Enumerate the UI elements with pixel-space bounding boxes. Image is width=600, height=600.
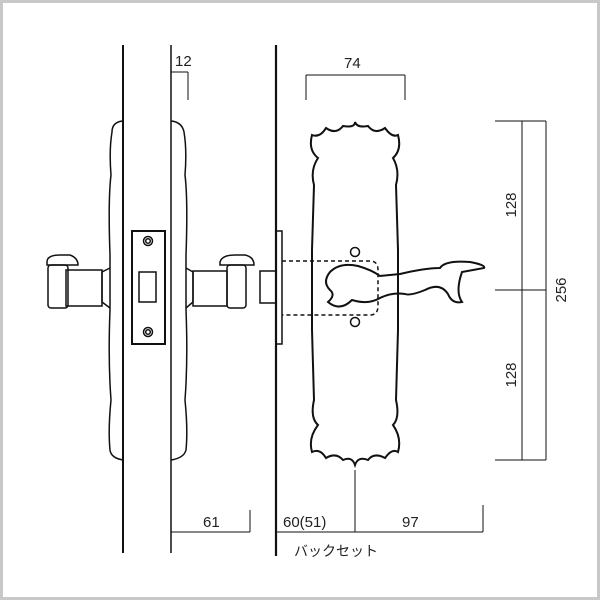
right-thumbturn — [185, 254, 255, 309]
door-section — [122, 45, 278, 556]
dim-128-lower: 128 — [503, 362, 520, 387]
dim-256: 256 — [553, 277, 570, 302]
dim-12: 12 — [175, 53, 192, 70]
dim-backset: 60(51) — [283, 514, 326, 531]
screw-hole-top — [349, 246, 361, 258]
dim-97: 97 — [402, 514, 419, 531]
escutcheon-plate — [309, 121, 401, 469]
face-plate — [275, 230, 283, 345]
left-rose — [108, 120, 124, 461]
backset-label: バックセット — [294, 544, 378, 560]
latch-bolt — [259, 270, 277, 304]
screw-hole-bottom — [349, 316, 361, 328]
strike-plate — [131, 230, 166, 345]
right-rose — [170, 120, 188, 461]
lever-handle — [325, 260, 486, 308]
case-outline-dashed — [282, 260, 379, 316]
dim-61: 61 — [203, 514, 220, 531]
dim-128-upper: 128 — [503, 192, 520, 217]
dimension-lines — [171, 71, 547, 533]
left-thumbturn — [46, 254, 111, 309]
dim-74: 74 — [344, 55, 361, 72]
